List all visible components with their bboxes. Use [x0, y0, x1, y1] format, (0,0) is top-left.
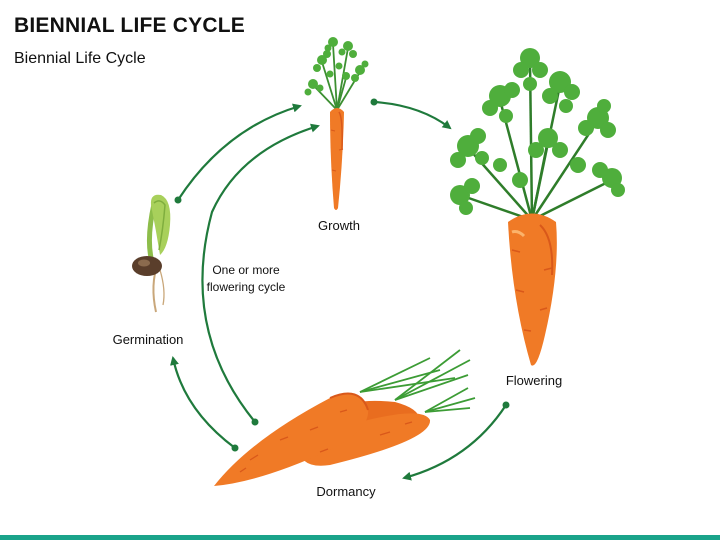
flowering-carrot-icon — [450, 48, 625, 366]
page-title: BIENNIAL LIFE CYCLE — [14, 14, 245, 37]
germinating-seed-icon — [132, 194, 171, 313]
stage-label-flowering: Flowering — [505, 373, 563, 388]
page-subtitle: Biennial Life Cycle — [14, 50, 146, 67]
stage-label-germination: Germination — [112, 332, 184, 347]
arrow-germination-to-growth — [177, 103, 302, 201]
flowering-cycle-note: One or more flowering cycle — [196, 262, 296, 296]
arrow-flowering-to-dormancy — [402, 404, 507, 481]
arrow-growth-to-flowering — [373, 100, 452, 130]
arrow-flowering-cycle-loop — [201, 123, 320, 423]
stage-label-growth: Growth — [318, 218, 360, 233]
dormant-carrots-icon — [214, 349, 476, 486]
stage-label-dormancy: Dormancy — [316, 484, 376, 499]
cycle-arrows — [170, 98, 510, 481]
note-line-1: One or more — [212, 263, 280, 277]
bottom-accent-bar — [0, 535, 720, 540]
arrow-dormancy-to-germination — [170, 356, 236, 449]
note-line-2: flowering cycle — [206, 280, 286, 294]
young-carrot-icon — [304, 37, 369, 210]
